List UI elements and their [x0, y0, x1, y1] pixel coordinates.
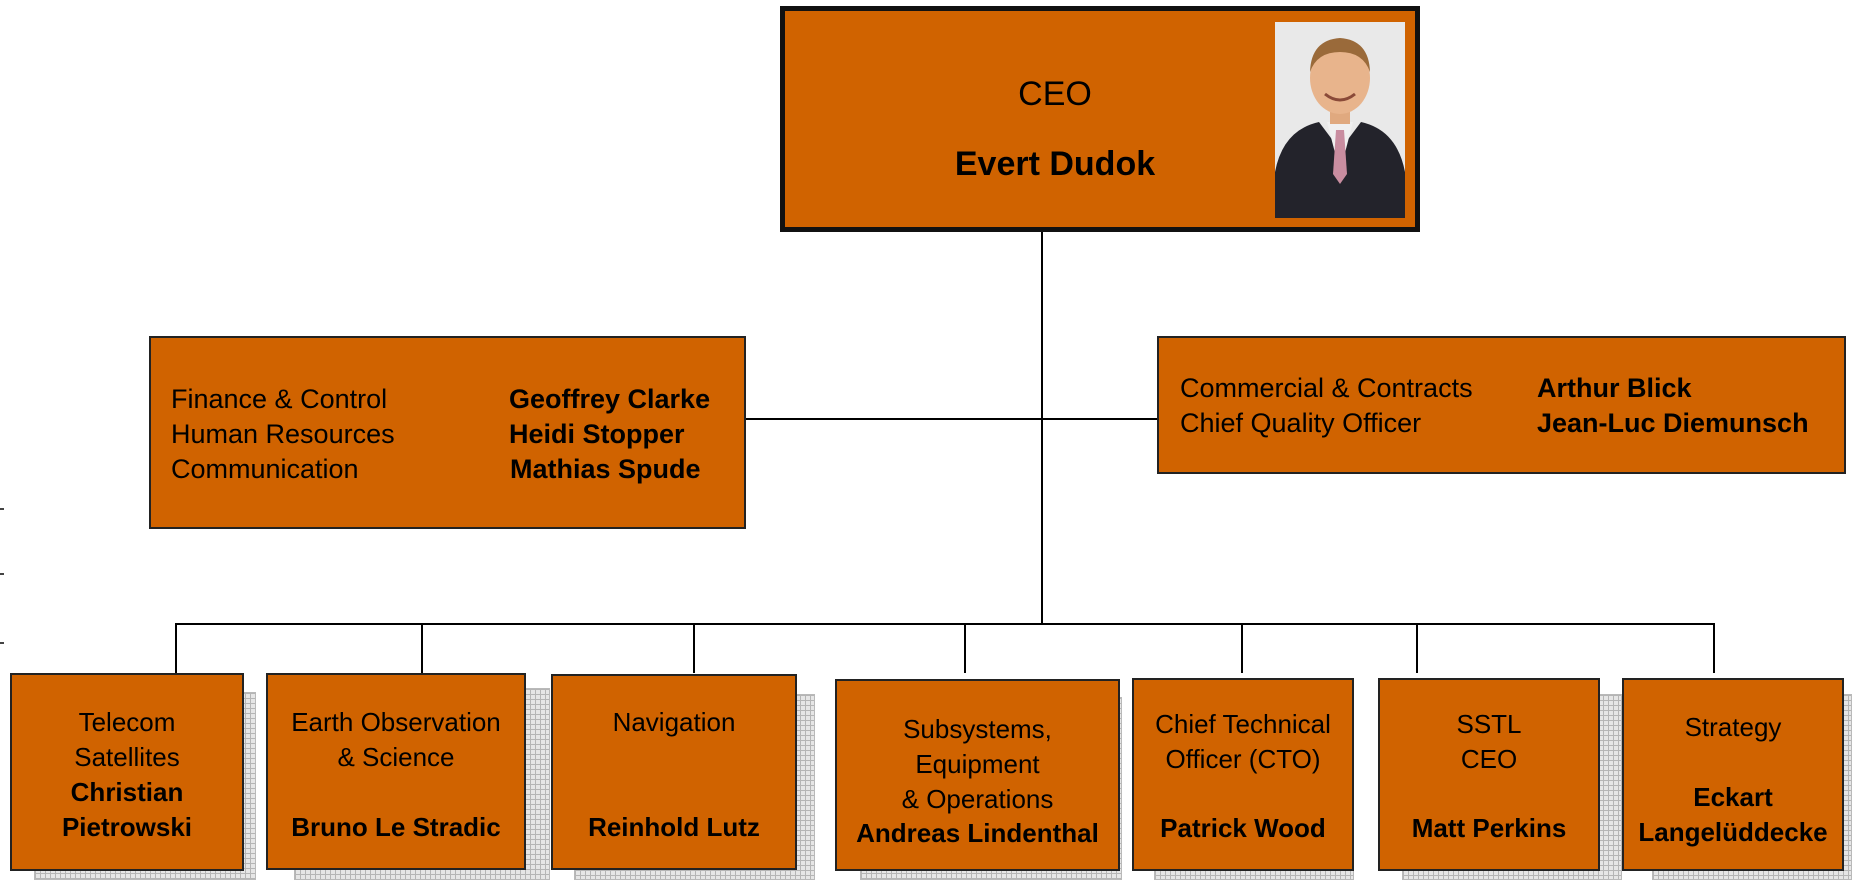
unit-box-strategy: Strategy Eckart Langelüddecke: [1622, 678, 1844, 871]
units-bus-line: [175, 623, 1715, 625]
unit-drop-line: [964, 623, 966, 673]
unit-title-line: SSTL: [1456, 709, 1522, 739]
staff-role: Commercial & Contracts: [1180, 373, 1473, 403]
staff-name: Jean-Luc Diemunsch: [1537, 408, 1809, 438]
unit-box-sstl: SSTL CEO Matt Perkins: [1378, 678, 1600, 871]
staff-role: Human Resources: [171, 419, 395, 449]
unit-leader-name-line: Pietrowski: [61, 812, 193, 842]
unit-title-line: Subsystems,: [903, 714, 1052, 744]
ceo-trunk-line: [1041, 232, 1043, 624]
unit-box-earth-observation: Earth Observation & Science Bruno Le Str…: [266, 673, 526, 870]
unit-title: Navigation: [612, 707, 736, 737]
unit-title-line: & Operations: [901, 784, 1054, 814]
unit-title-line: Telecom: [78, 707, 176, 737]
unit-title-line: Officer (CTO): [1165, 744, 1321, 774]
staff-role: Finance & Control: [171, 384, 388, 414]
unit-title-line: Satellites: [74, 742, 180, 772]
unit-title-line: & Science: [337, 742, 455, 772]
unit-drop-line: [175, 623, 177, 673]
unit-box-telecom-satellites: Telecom Satellites Christian Pietrowski: [10, 673, 244, 871]
unit-box-navigation: Navigation Reinhold Lutz: [551, 674, 797, 870]
unit-leader-name-line: Christian: [70, 777, 184, 807]
unit-title-line: Chief Technical: [1155, 709, 1331, 739]
margin-tick: [0, 508, 4, 510]
staff-box-left: Finance & Control Geoffrey Clarke Human …: [149, 336, 746, 529]
unit-drop-line: [1713, 623, 1715, 673]
unit-drop-line: [421, 623, 423, 673]
staff-box-right: Commercial & Contracts Arthur Blick Chie…: [1157, 336, 1846, 474]
person-icon: [1275, 22, 1405, 218]
unit-drop-line: [693, 623, 695, 673]
staff-role: Chief Quality Officer: [1180, 408, 1422, 438]
portrait-photo: [1275, 22, 1405, 218]
ceo-title: CEO: [1018, 75, 1092, 113]
unit-box-subsystems: Subsystems, Equipment & Operations Andre…: [835, 679, 1120, 871]
unit-leader-name: Matt Perkins: [1411, 813, 1567, 843]
unit-title: Strategy: [1684, 712, 1782, 742]
margin-tick: [0, 573, 4, 575]
unit-title-line: Equipment: [915, 749, 1040, 779]
staff-name: Heidi Stopper: [509, 419, 685, 449]
unit-title-line: Earth Observation: [291, 707, 501, 737]
unit-leader-name: Patrick Wood: [1160, 813, 1326, 843]
staff-name: Arthur Blick: [1537, 373, 1692, 403]
unit-leader-name: Reinhold Lutz: [588, 812, 760, 842]
unit-leader-name-line: Eckart: [1693, 782, 1773, 812]
unit-box-cto: Chief Technical Officer (CTO) Patrick Wo…: [1132, 678, 1354, 871]
unit-leader-name-line: Langelüddecke: [1638, 817, 1828, 847]
unit-title-line: CEO: [1460, 744, 1518, 774]
unit-leader-name: Andreas Lindenthal: [856, 818, 1099, 848]
staff-name: Mathias Spude: [510, 454, 701, 484]
unit-drop-line: [1416, 623, 1418, 673]
ceo-name: Evert Dudok: [954, 145, 1156, 183]
unit-leader-name: Bruno Le Stradic: [291, 812, 501, 842]
margin-tick: [0, 642, 4, 644]
staff-role: Communication: [171, 454, 359, 484]
staff-name: Geoffrey Clarke: [509, 384, 711, 414]
staff-horizontal-line: [744, 418, 1159, 420]
unit-drop-line: [1241, 623, 1243, 673]
